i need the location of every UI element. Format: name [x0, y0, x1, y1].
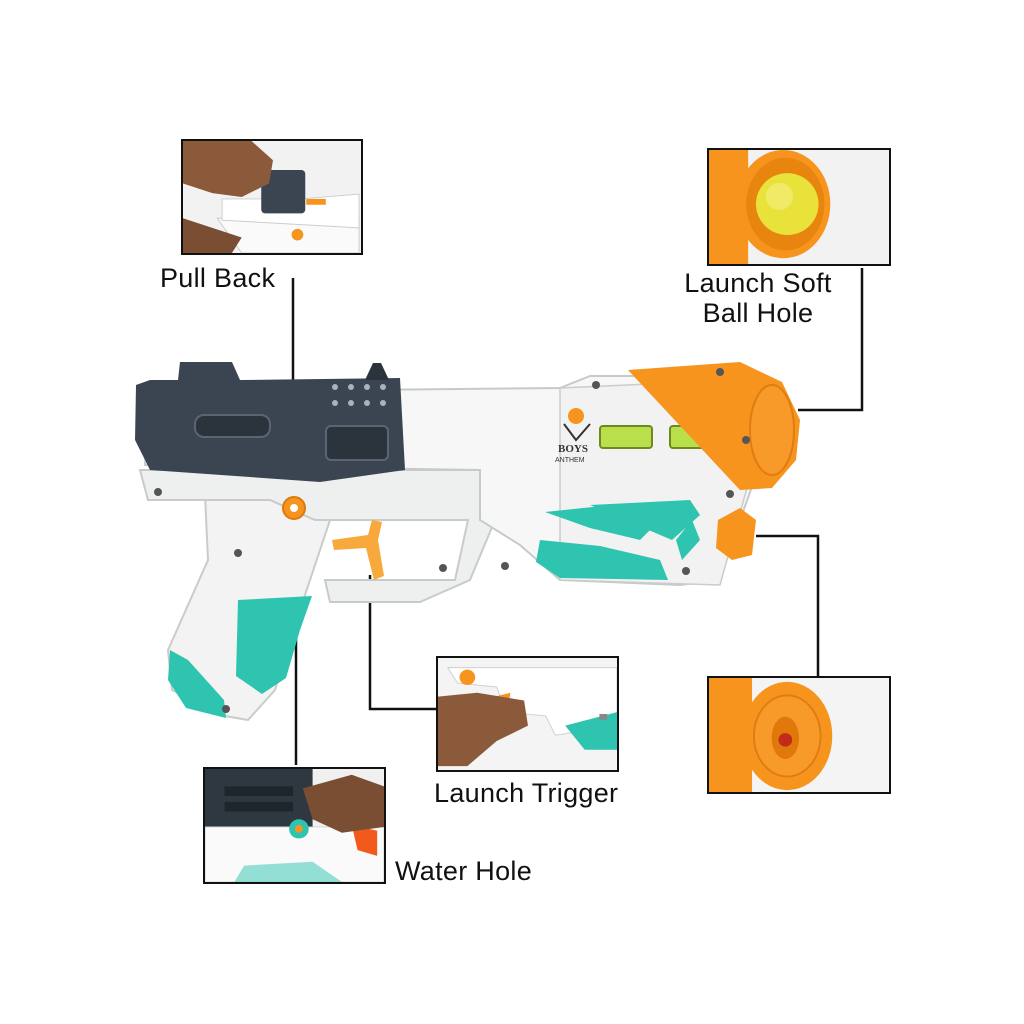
- orange-trigger: [332, 520, 384, 580]
- water-hole-fill-photo: [205, 769, 384, 882]
- launch-trigger-inset: [436, 656, 619, 772]
- hand-pulling-slide-photo: [183, 141, 361, 253]
- rear-sight: [365, 363, 389, 380]
- soft-ball-in-muzzle-photo: [709, 150, 889, 264]
- water-nozzle: [716, 508, 756, 560]
- water-nozzle-inset: [707, 676, 891, 794]
- water-hole-inset: [203, 767, 386, 884]
- grip-teal-panel: [236, 596, 312, 694]
- launch-soft-ball-hole-label: Launch Soft Ball Hole: [668, 268, 848, 328]
- grip-teal-base: [168, 650, 226, 718]
- pull-back-inset: [181, 139, 363, 255]
- water-hole-label: Water Hole: [395, 856, 533, 886]
- water-nozzle-line: [756, 534, 820, 676]
- slide-vent: [325, 425, 389, 461]
- finger-on-trigger-photo: [438, 658, 617, 770]
- teal-decal-4: [676, 520, 700, 560]
- teal-decal-3: [536, 540, 668, 580]
- launch-soft-ball-hole-line-2: Ball Hole: [702, 298, 814, 328]
- ball-hole-line: [798, 268, 864, 412]
- ball-hole-inset: [707, 148, 891, 266]
- screws: [154, 368, 750, 713]
- pull-back-label: Pull Back: [160, 263, 276, 293]
- level-window-1: [599, 425, 653, 449]
- slide-dots: [332, 384, 386, 406]
- launch-trigger-label: Launch Trigger: [434, 778, 619, 808]
- trigger-line: [368, 575, 437, 711]
- teal-decal-2: [590, 500, 700, 540]
- launch-soft-ball-hole-line-1: Launch Soft: [684, 268, 832, 298]
- brand-logo-text-2: ANTHEM: [555, 457, 585, 464]
- muzzle-ring: [749, 384, 795, 476]
- water-nozzle-photo: [709, 678, 889, 792]
- brand-logo: BOYS ANTHEM: [555, 408, 591, 464]
- brand-logo-text-1: BOYS: [558, 443, 588, 455]
- slide-handle: [194, 414, 271, 438]
